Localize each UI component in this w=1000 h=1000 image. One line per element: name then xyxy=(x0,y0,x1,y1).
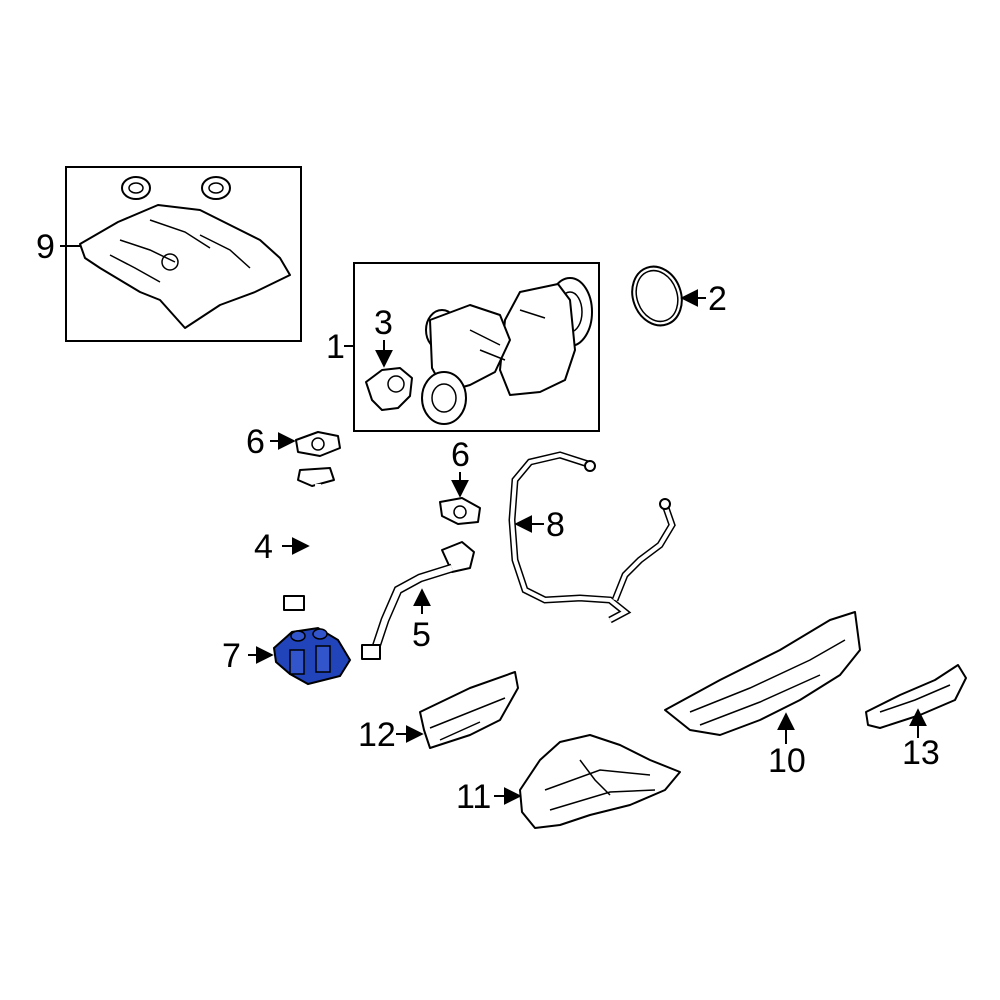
callout-3: 3 xyxy=(374,304,393,342)
callout-8: 8 xyxy=(546,506,565,544)
part-2-clamp[interactable] xyxy=(624,260,690,333)
callout-4: 4 xyxy=(254,528,273,566)
callout-12: 12 xyxy=(358,716,396,754)
callout-9: 9 xyxy=(36,228,55,266)
callout-13: 13 xyxy=(902,734,940,772)
callout-7: 7 xyxy=(222,637,241,675)
callout-2: 2 xyxy=(708,280,727,318)
callout-1: 1 xyxy=(326,328,345,366)
part-9-box xyxy=(65,166,302,342)
callout-6-left: 6 xyxy=(246,423,265,461)
part-12-heat-shield[interactable] xyxy=(419,671,519,749)
callout-6-right: 6 xyxy=(451,436,470,474)
part-3-actuator[interactable] xyxy=(365,367,413,411)
part-6-gasket-right[interactable] xyxy=(439,497,481,525)
callout-11: 11 xyxy=(456,778,491,816)
part-4-oil-feed-pipe[interactable] xyxy=(283,467,335,611)
part-1-turbocharger[interactable] xyxy=(421,277,593,425)
part-13-heat-shield[interactable] xyxy=(865,664,967,729)
part-5-oil-return-pipe[interactable] xyxy=(361,541,475,660)
part-9-engine-cover[interactable] xyxy=(79,176,291,329)
part-11-heat-shield[interactable] xyxy=(519,734,681,829)
part-10-heat-shield[interactable] xyxy=(664,611,861,736)
part-7-bracket[interactable] xyxy=(272,626,352,686)
callout-5: 5 xyxy=(412,616,431,654)
callout-10: 10 xyxy=(768,742,806,780)
part-6-gasket-left[interactable] xyxy=(295,431,341,457)
part-8-coolant-lines[interactable] xyxy=(508,451,676,624)
